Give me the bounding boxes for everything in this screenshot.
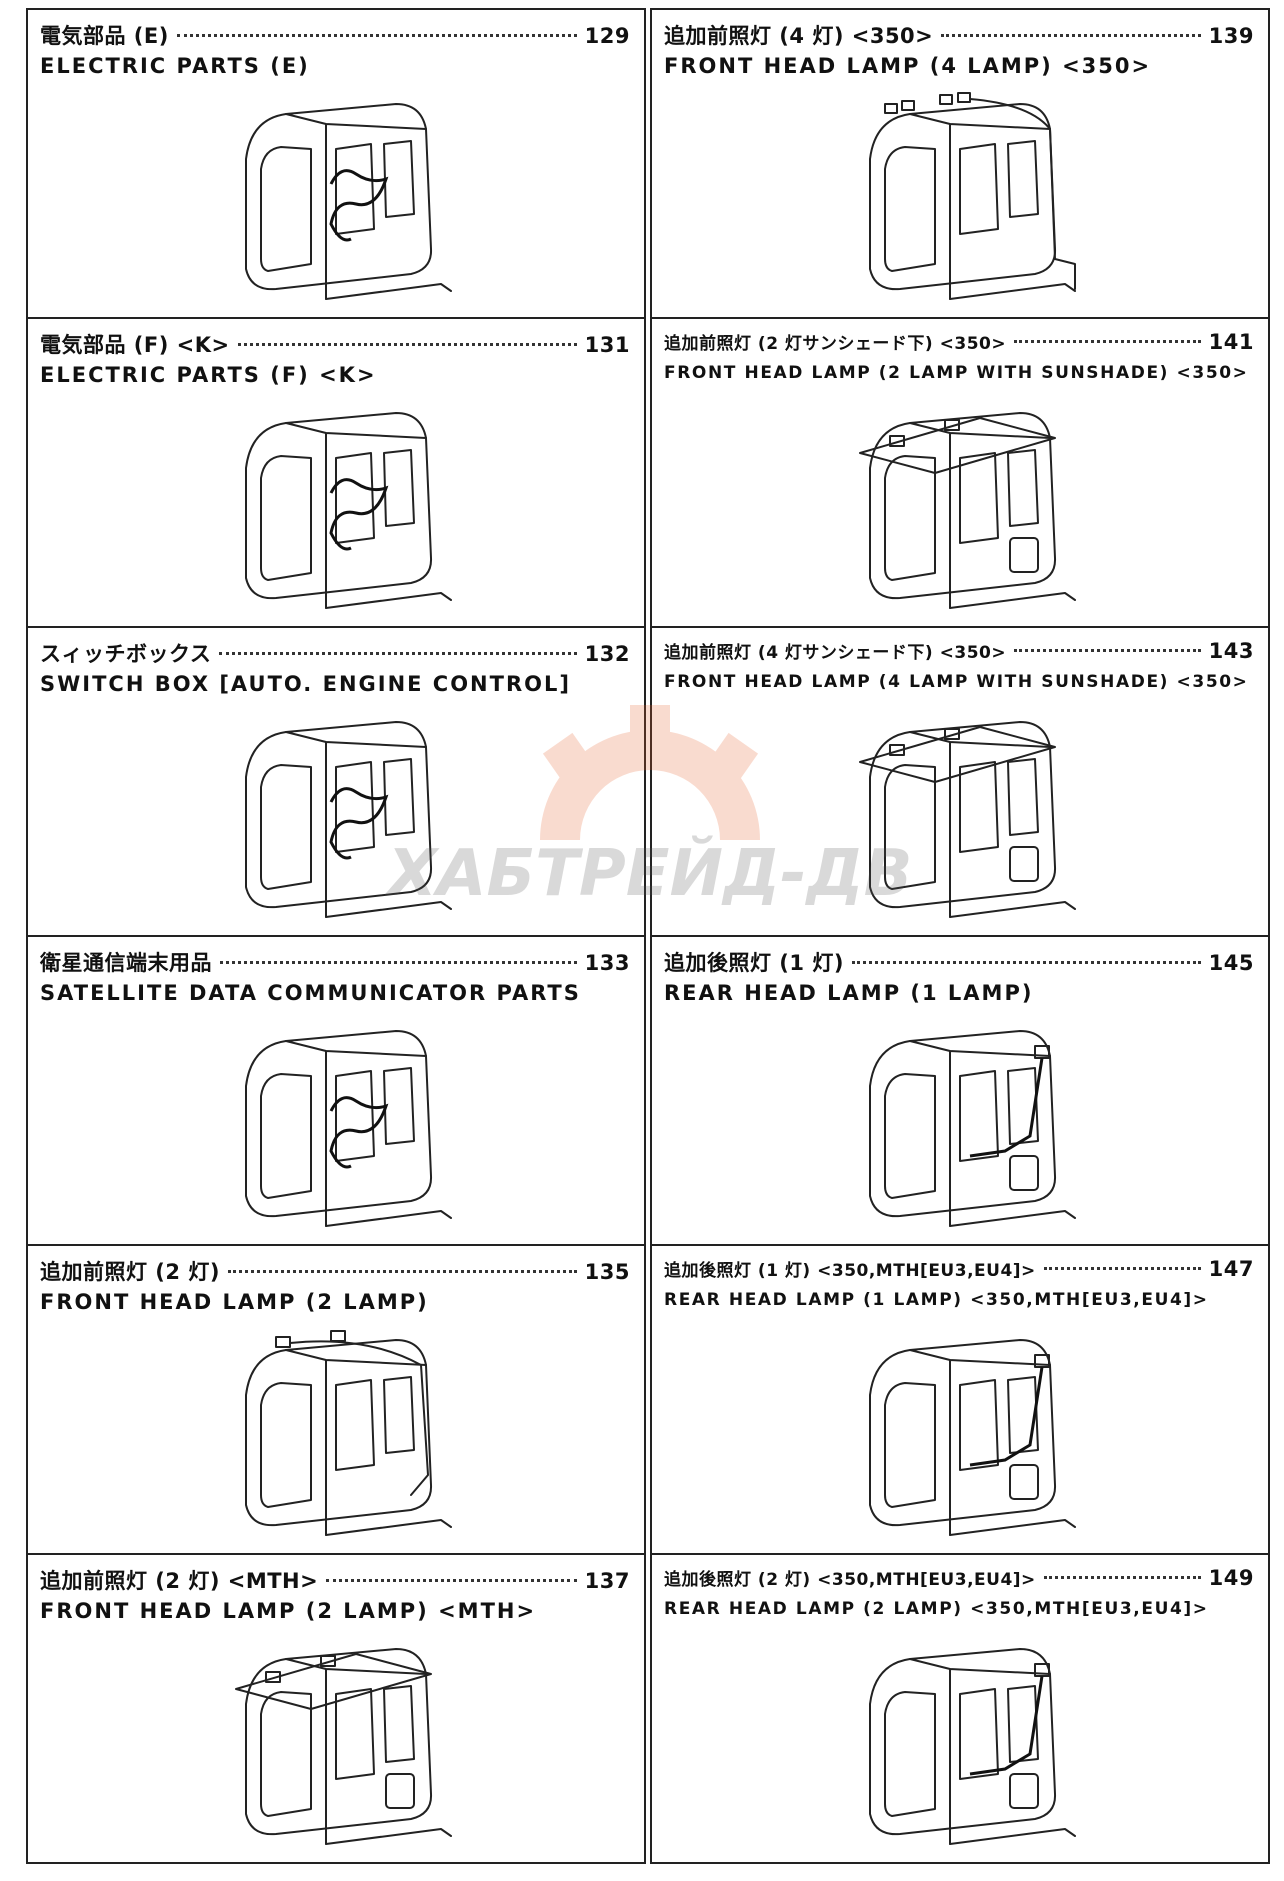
leader-dots [237,343,577,346]
catalog-entry[interactable]: 追加後照灯 (1 灯) 145 REAR HEAD LAMP (1 LAMP) [650,935,1270,1246]
leader-dots [219,652,577,655]
entry-title-jp: 追加前照灯 (4 灯) <350> [664,24,934,48]
cab-illustration [869,91,1076,300]
catalog-entry[interactable]: 電気部品 (F) <K> 131 ELECTRIC PARTS (F) <K> [26,317,646,628]
right-column: 追加前照灯 (4 灯) <350> 139 FRONT HEAD LAMP (4… [650,8,1270,1874]
leader-dots [851,961,1201,964]
cab-illustration [859,720,1076,918]
entry-title-en: SWITCH BOX [AUTO. ENGINE CONTROL] [40,672,571,696]
entry-title-jp: 電気部品 (E) [40,24,169,48]
page-number[interactable]: 131 [584,333,630,357]
entry-title-jp: 追加後照灯 (1 灯) <350,MTH[EU3,EU4]> [664,1261,1036,1281]
page-number[interactable]: 137 [584,1569,630,1593]
entry-title-jp: 衛星通信端末用品 [40,951,212,975]
leader-dots [326,1579,577,1582]
entry-title-en: REAR HEAD LAMP (2 LAMP) <350,MTH[EU3,EU4… [664,1599,1209,1619]
illustration [652,1322,1268,1547]
leader-dots [1043,1267,1201,1270]
page-number[interactable]: 133 [584,951,630,975]
page-number[interactable]: 135 [584,1260,630,1284]
illustration [652,704,1268,929]
catalog-entry[interactable]: 衛星通信端末用品 133 SATELLITE DATA COMMUNICATOR… [26,935,646,1246]
page-number[interactable]: 132 [584,642,630,666]
entry-title-jp: 追加後照灯 (2 灯) <350,MTH[EU3,EU4]> [664,1570,1036,1590]
catalog-entry[interactable]: 追加後照灯 (1 灯) <350,MTH[EU3,EU4]> 147 REAR … [650,1244,1270,1555]
catalog-entry[interactable]: スィッチボックス 132 SWITCH BOX [AUTO. ENGINE CO… [26,626,646,937]
illustration [28,1322,644,1547]
entry-header: 追加前照灯 (2 灯サンシェード下) <350> 141 [664,329,1254,354]
cab-illustration [245,102,452,300]
catalog-entry[interactable]: 追加前照灯 (4 灯) <350> 139 FRONT HEAD LAMP (4… [650,8,1270,319]
catalog-entry[interactable]: 追加前照灯 (2 灯) <MTH> 137 FRONT HEAD LAMP (2… [26,1553,646,1864]
entry-header: 電気部品 (F) <K> 131 [40,329,630,359]
catalog-entry[interactable]: 電気部品 (E) 129 ELECTRIC PARTS (E) [26,8,646,319]
entry-title-en: FRONT HEAD LAMP (4 LAMP WITH SUNSHADE) <… [664,672,1249,692]
page-number[interactable]: 143 [1208,639,1254,663]
illustration [28,395,644,620]
leader-dots [1014,649,1201,652]
illustration [652,395,1268,620]
entry-title-jp: 追加前照灯 (4 灯サンシェード下) <350> [664,643,1007,663]
page-number[interactable]: 129 [584,24,630,48]
entry-title-en: FRONT HEAD LAMP (2 LAMP) <MTH> [40,1599,537,1623]
entry-title-en: FRONT HEAD LAMP (2 LAMP WITH SUNSHADE) <… [664,363,1249,383]
page-number[interactable]: 139 [1208,24,1254,48]
leader-dots [1043,1576,1201,1579]
entry-title-en: FRONT HEAD LAMP (2 LAMP) [40,1290,429,1314]
entry-header: 追加後照灯 (1 灯) <350,MTH[EU3,EU4]> 147 [664,1256,1254,1281]
page-number[interactable]: 147 [1208,1257,1254,1281]
cab-illustration [869,1029,1076,1227]
cab-illustration [245,411,452,609]
cab-illustration [245,720,452,918]
catalog-entry[interactable]: 追加前照灯 (2 灯サンシェード下) <350> 141 FRONT HEAD … [650,317,1270,628]
entry-title-jp: 追加前照灯 (2 灯) [40,1260,220,1284]
entry-header: 追加後照灯 (2 灯) <350,MTH[EU3,EU4]> 149 [664,1565,1254,1590]
illustration [652,1013,1268,1238]
leader-dots [176,34,577,37]
entry-header: スィッチボックス 132 [40,638,630,668]
entry-header: 追加前照灯 (4 灯サンシェード下) <350> 143 [664,638,1254,663]
cab-illustration [869,1338,1076,1536]
entry-title-en: ELECTRIC PARTS (F) <K> [40,363,377,387]
entry-header: 電気部品 (E) 129 [40,20,630,50]
page-number[interactable]: 145 [1208,951,1254,975]
illustration [28,1013,644,1238]
leader-dots [941,34,1201,37]
cab-illustration [235,1647,452,1845]
illustration [652,1631,1268,1856]
illustration [28,704,644,929]
entry-title-jp: スィッチボックス [40,642,212,666]
illustration [652,86,1268,311]
entry-header: 衛星通信端末用品 133 [40,947,630,977]
cab-illustration [245,1029,452,1227]
page-number[interactable]: 149 [1208,1566,1254,1590]
catalog-entry[interactable]: 追加前照灯 (2 灯) 135 FRONT HEAD LAMP (2 LAMP) [26,1244,646,1555]
entry-title-en: REAR HEAD LAMP (1 LAMP) <350,MTH[EU3,EU4… [664,1290,1209,1310]
catalog-entry[interactable]: 追加後照灯 (2 灯) <350,MTH[EU3,EU4]> 149 REAR … [650,1553,1270,1864]
entry-title-en: FRONT HEAD LAMP (4 LAMP) <350> [664,54,1152,78]
leader-dots [227,1270,577,1273]
entry-header: 追加前照灯 (2 灯) 135 [40,1256,630,1286]
entry-title-en: SATELLITE DATA COMMUNICATOR PARTS [40,981,581,1005]
entry-header: 追加前照灯 (4 灯) <350> 139 [664,20,1254,50]
catalog-entry[interactable]: 追加前照灯 (4 灯サンシェード下) <350> 143 FRONT HEAD … [650,626,1270,937]
illustration [28,1631,644,1856]
leader-dots [1014,340,1201,343]
entry-header: 追加前照灯 (2 灯) <MTH> 137 [40,1565,630,1595]
entry-title-en: REAR HEAD LAMP (1 LAMP) [664,981,1034,1005]
entry-title-en: ELECTRIC PARTS (E) [40,54,310,78]
cab-illustration [245,1329,452,1536]
entry-title-jp: 追加前照灯 (2 灯サンシェード下) <350> [664,334,1007,354]
entry-title-jp: 追加後照灯 (1 灯) [664,951,844,975]
leader-dots [220,961,577,964]
entry-title-jp: 追加前照灯 (2 灯) <MTH> [40,1569,319,1593]
cab-illustration [859,411,1076,609]
illustration [28,86,644,311]
entry-title-jp: 電気部品 (F) <K> [40,333,230,357]
cab-illustration [869,1647,1076,1845]
page-number[interactable]: 141 [1208,330,1254,354]
entry-header: 追加後照灯 (1 灯) 145 [664,947,1254,977]
left-column: 電気部品 (E) 129 ELECTRIC PARTS (E) 電気部品 (F)… [26,8,646,1874]
